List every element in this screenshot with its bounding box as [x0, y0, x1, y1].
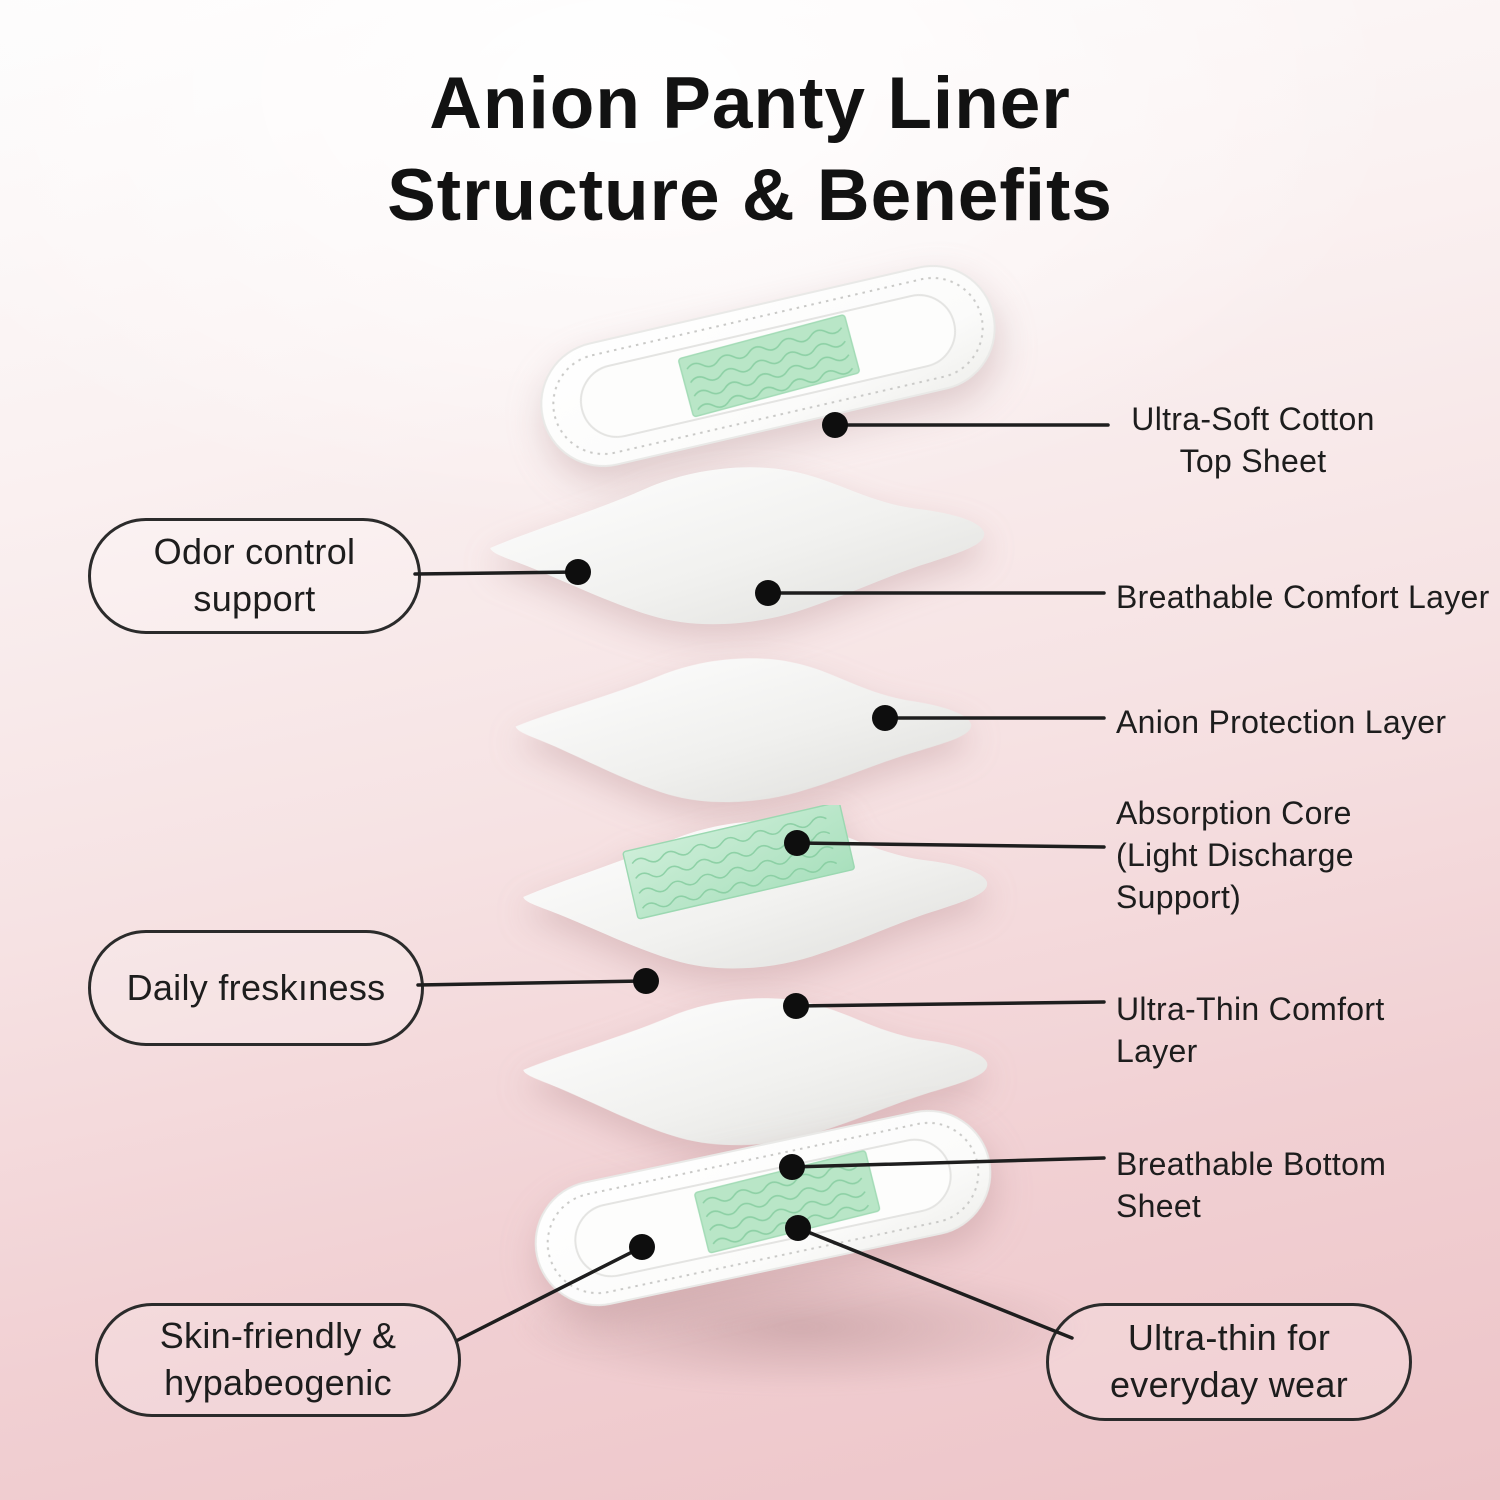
callout-bottom-sheet-line1: Breathable Bottom — [1116, 1146, 1387, 1182]
callout-absorption-core-line1: Absorption Core — [1116, 795, 1352, 831]
pill-odor-line2: support — [193, 578, 316, 619]
pill-skin-line1: Skin-friendly & — [159, 1315, 397, 1357]
liner-top-sheet-illustration — [540, 264, 996, 468]
callout-bottom-sheet: Breathable Bottom Sheet — [1116, 1143, 1456, 1227]
anion-protection-layer-illustration — [515, 658, 971, 803]
pill-skin-friendly: Skin-friendly & hypabeogenic — [95, 1303, 461, 1417]
callout-absorption-core-line3: Support) — [1116, 879, 1242, 916]
callout-absorption-core: Absorption Core (Light Discharge Support… — [1116, 792, 1456, 919]
pill-freshness-line1: Daily freskıness — [126, 966, 386, 1008]
callout-comfort-layer-line1: Breathable Comfort Layer — [1116, 579, 1490, 615]
ultra-thin-comfort-layer-illustration — [523, 998, 988, 1146]
page-title-line1: Anion Panty Liner — [429, 63, 1071, 144]
pill-skin-line2: hypabeogenic — [164, 1362, 392, 1403]
callout-top-sheet-line2: Top Sheet — [1179, 443, 1327, 480]
pill-odor-control: Odor control support — [88, 518, 421, 634]
absorption-core-illustration — [523, 805, 988, 969]
callout-anion-layer: Anion Protection Layer — [1116, 701, 1446, 743]
callout-bottom-sheet-line2: Sheet — [1116, 1188, 1202, 1225]
callout-absorption-core-line2: (Light Discharge — [1116, 837, 1354, 874]
page-title: Anion Panty Liner Structure & Benefits — [0, 58, 1500, 242]
pill-odor-line1: Odor control — [153, 531, 356, 573]
breathable-comfort-layer-illustration — [490, 467, 985, 625]
callout-top-sheet: Ultra-Soft Cotton Top Sheet — [1108, 398, 1398, 482]
callout-comfort-layer: Breathable Comfort Layer — [1116, 576, 1490, 618]
pill-ultra-thin-wear: Ultra-thin for everyday wear — [1046, 1303, 1412, 1421]
pill-thin-line1: Ultra-thin for — [1127, 1317, 1331, 1359]
pill-thin-line2: everyday wear — [1109, 1364, 1348, 1405]
pill-daily-freshness: Daily freskıness — [88, 930, 424, 1046]
callout-ultra-thin-line1: Ultra-Thin Comfort — [1116, 991, 1385, 1027]
page-title-line2: Structure & Benefits — [387, 154, 1113, 236]
callout-ultra-thin-layer: Ultra-Thin Comfort Layer — [1116, 988, 1456, 1072]
callout-top-sheet-line1: Ultra-Soft Cotton — [1131, 401, 1375, 437]
callout-anion-layer-line1: Anion Protection Layer — [1116, 704, 1447, 740]
callout-ultra-thin-line2: Layer — [1116, 1033, 1198, 1070]
